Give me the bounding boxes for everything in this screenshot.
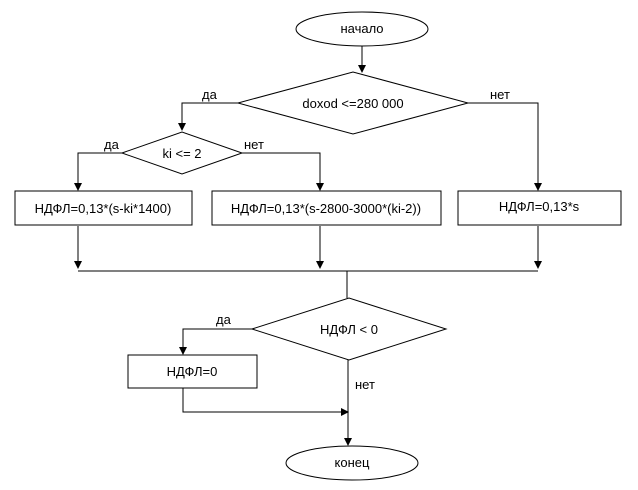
connector-negative-yes (179, 328, 252, 355)
end-label: конец (335, 455, 370, 470)
ki-yes-label: да (104, 137, 120, 152)
connectors (74, 46, 542, 446)
connector-ki-yes (74, 152, 122, 191)
process-set-zero: НДФЛ=0 (127, 354, 258, 389)
connector-income-no (468, 102, 542, 191)
income-no-label: нет (490, 87, 510, 102)
connector-zero-to-end (182, 388, 349, 416)
process-calc-ki-else: НДФЛ=0,13*(s-2800-3000*(ki-2)) (211, 190, 442, 226)
decision-negative: НДФЛ < 0 (250, 297, 448, 361)
decision-ki: ki <= 2 (120, 131, 244, 175)
connector-income-yes (178, 102, 238, 131)
decision-ki-label: ki <= 2 (162, 146, 201, 161)
process-calc-ki-else-label: НДФЛ=0,13*(s-2800-3000*(ki-2)) (231, 201, 421, 216)
decision-negative-label: НДФЛ < 0 (320, 322, 378, 337)
start-label: начало (340, 21, 383, 36)
income-yes-label: да (202, 87, 218, 102)
connector-ki-no (242, 152, 324, 191)
decision-income-label: doxod <=280 000 (302, 96, 403, 111)
process-calc-flat: НДФЛ=0,13*s (457, 190, 622, 226)
start-terminator: начало (295, 11, 429, 47)
negative-no-label: нет (355, 377, 375, 392)
process-calc-ki-label: НДФЛ=0,13*(s-ki*1400) (35, 201, 172, 216)
process-calc-ki: НДФЛ=0,13*(s-ki*1400) (14, 190, 193, 226)
process-calc-flat-label: НДФЛ=0,13*s (499, 199, 580, 214)
process-set-zero-label: НДФЛ=0 (167, 364, 218, 379)
ki-no-label: нет (244, 137, 264, 152)
end-terminator: конец (285, 445, 419, 481)
negative-yes-label: да (216, 312, 232, 327)
decision-income: doxod <=280 000 (236, 71, 470, 135)
